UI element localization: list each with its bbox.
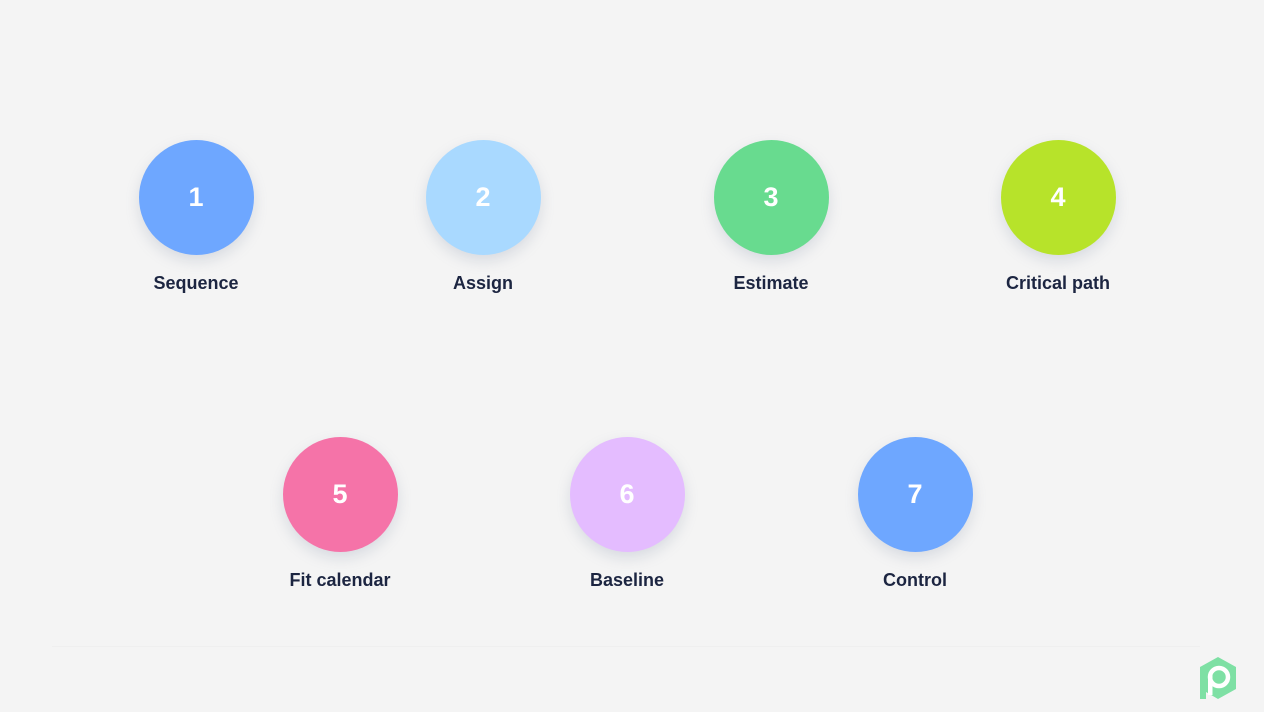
step-circle: 3: [713, 140, 829, 255]
step-label: Baseline: [589, 570, 665, 590]
logo-shape: [1200, 657, 1236, 699]
step-circle: 7: [857, 437, 973, 552]
step-label: Assign: [452, 273, 513, 293]
step-number: 1: [188, 182, 204, 212]
step-2: 2 Assign: [383, 140, 583, 293]
step-number: 6: [619, 479, 635, 509]
step-number: 2: [475, 182, 491, 212]
step-6: 6 Baseline: [527, 437, 727, 590]
brand-logo-icon: [1198, 657, 1238, 701]
step-5: 5 Fit calendar: [240, 437, 440, 590]
step-number: 5: [332, 479, 348, 509]
step-circle: 5: [282, 437, 398, 552]
brand-logo-graphic: [1200, 657, 1236, 699]
step-number: 7: [907, 479, 923, 509]
step-label: Sequence: [153, 273, 239, 293]
step-circle: 2: [425, 140, 541, 255]
step-1: 1 Sequence: [96, 140, 296, 293]
step-circle: 6: [569, 437, 685, 552]
step-label: Fit calendar: [289, 570, 391, 590]
step-3: 3 Estimate: [671, 140, 871, 293]
logo-stem: [1208, 675, 1213, 695]
step-number: 3: [763, 182, 779, 212]
step-number: 4: [1050, 182, 1066, 212]
step-circle: 1: [138, 140, 254, 255]
step-7: 7 Control: [815, 437, 1015, 590]
step-label: Critical path: [1005, 273, 1111, 293]
step-circle: 4: [1000, 140, 1116, 255]
step-4: 4 Critical path: [958, 140, 1158, 293]
step-label: Estimate: [733, 273, 809, 293]
step-label: Control: [883, 570, 947, 590]
